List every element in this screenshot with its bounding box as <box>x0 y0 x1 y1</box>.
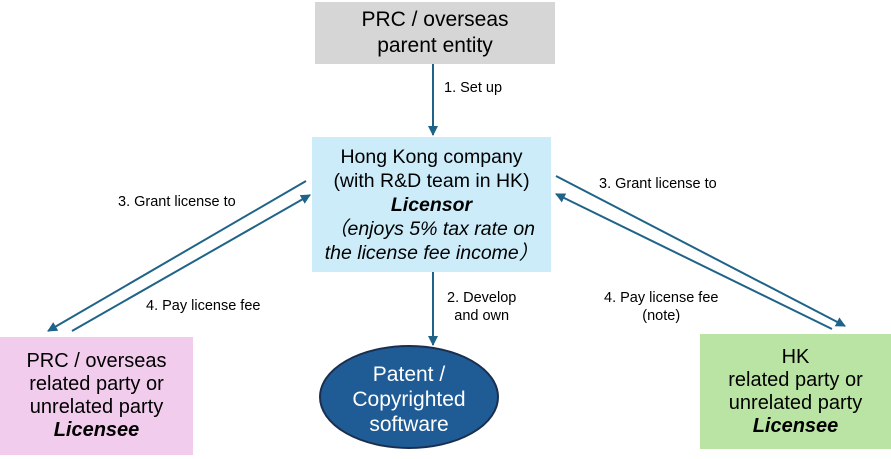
parent-entity-node: PRC / overseas parent entity <box>315 2 555 64</box>
label-develop: 2. Develop and own <box>447 289 516 325</box>
label-grant-right: 3. Grant license to <box>599 176 717 192</box>
ip-asset-node: Patent / Copyrighted software <box>320 347 498 452</box>
licensee-prc-line-2: related party or <box>29 373 164 395</box>
licensee-hk-line-1: HK <box>781 345 810 368</box>
licensee-prc-line-3: unrelated party <box>29 396 164 418</box>
arrow-grant-right <box>555 175 846 327</box>
licensee-hk-node: HK related party or unrelated party Lice… <box>700 334 891 449</box>
licensee-hk-line-2: related party or <box>728 368 863 391</box>
label-grant-left: 3. Grant license to <box>118 194 236 210</box>
licensor-line-1: Hong Kong company <box>340 145 523 168</box>
licensee-hk-line-3: unrelated party <box>728 391 863 414</box>
label-develop-line-1: 2. Develop <box>447 290 517 306</box>
label-pay-right-line-1: 4. Pay license fee <box>604 290 719 306</box>
arrow-grant-left <box>47 180 307 332</box>
parent-line-1: PRC / overseas <box>361 8 509 31</box>
licensee-prc-node: PRC / overseas related party or unrelate… <box>0 337 193 455</box>
parent-line-2: parent entity <box>377 34 493 57</box>
licensor-line-2: (with R&D team in HK) <box>333 169 530 192</box>
licensee-hk-role: Licensee <box>752 414 839 437</box>
licensor-role: Licensor <box>390 193 473 216</box>
label-pay-left: 4. Pay license fee <box>146 298 261 314</box>
label-setup: 1. Set up <box>444 80 503 96</box>
ip-asset-line-1: Patent / <box>372 363 446 386</box>
label-pay-right-line-2: (note) <box>642 308 681 324</box>
licensor-note-2: the license fee income） <box>324 241 539 264</box>
licensee-prc-role: Licensee <box>53 419 140 441</box>
ip-asset-line-2: Copyrighted <box>352 388 466 411</box>
licensor-node: Hong Kong company (with R&D team in HK) … <box>312 137 551 272</box>
ip-asset-line-3: software <box>369 413 449 436</box>
licensee-prc-line-1: PRC / overseas <box>26 350 167 372</box>
arrow-pay-right <box>555 193 833 330</box>
licensor-note-1: （enjoys 5% tax rate on <box>327 217 536 240</box>
label-develop-line-2: and own <box>454 308 510 324</box>
ip-asset-ellipse <box>319 345 499 449</box>
label-pay-right: 4. Pay license fee (note) <box>604 289 718 325</box>
arrow-pay-left <box>71 194 311 332</box>
